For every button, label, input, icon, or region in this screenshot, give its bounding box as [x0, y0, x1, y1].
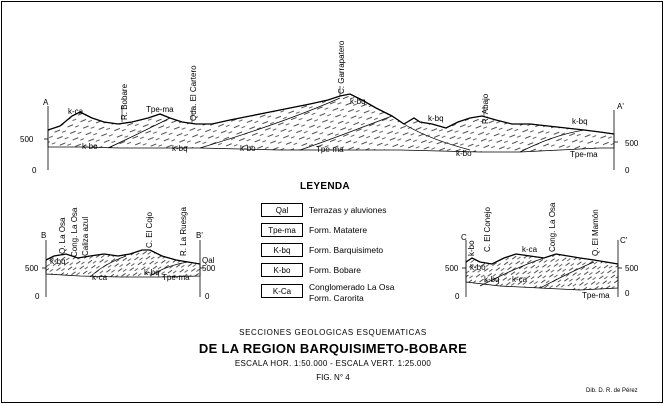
unit-label: k-bq — [484, 275, 500, 284]
legend-text-k-ca: Conglomerado La Osa Form. Carorita — [309, 282, 395, 303]
figure-scale: ESCALA HOR. 1:50.000 - ESCALA VERT. 1:25… — [234, 359, 432, 368]
legend-code-qal: Qal — [261, 203, 303, 217]
legend-text-k-bo: Form. Bobare — [309, 265, 361, 275]
section-b-prime-scale-0: 0 — [205, 292, 210, 301]
section-b-prime-letter: B' — [196, 231, 203, 240]
section-c-letter: C — [461, 233, 467, 242]
unit-label: k-ca — [68, 107, 84, 116]
place-caliza-azul: Caliza azul — [81, 217, 90, 256]
section-a-prime-scale-500: 500 — [625, 139, 639, 148]
section-a-prime-scale-0: 0 — [625, 166, 630, 175]
legend-text-k-bq: Form. Barquisimeto — [309, 245, 384, 255]
section-b-prime-scale-500: 500 — [202, 264, 216, 273]
unit-label: Tpe-ma — [162, 273, 190, 282]
legend-title: LEYENDA — [300, 181, 350, 192]
section-a-profile — [44, 86, 618, 170]
unit-label: k-ca — [92, 273, 108, 282]
unit-label: k-bq — [172, 144, 188, 153]
place-c-el-cojo: C. El Cojo — [145, 211, 154, 248]
drafter-credit: Dib. D. R. de Pérez — [586, 388, 638, 394]
section-b-scale-0: 0 — [35, 292, 40, 301]
section-b-prime-qal: Qal — [202, 256, 215, 265]
legend-text-tpe-ma: Form. Matatere — [309, 225, 368, 235]
section-a-scale-0: 0 — [32, 166, 37, 175]
unit-label: k-bq — [350, 97, 366, 106]
unit-label: k-bq — [428, 114, 444, 123]
legend-text-qal: Terrazas y aluviones — [309, 205, 387, 215]
section-c-scale-0: 0 — [455, 292, 460, 301]
section-a-scale-500: 500 — [20, 135, 34, 144]
unit-label: k-bq — [572, 117, 588, 126]
place-r-la-ruesga: R. La Ruesga — [179, 207, 188, 256]
unit-label: Tpe-ma — [316, 145, 344, 154]
place-c-el-conejo: C. El Conejo — [483, 207, 492, 252]
place-q-el-mamon: Q. El Mamón — [591, 209, 600, 256]
unit-label: k-bo — [456, 149, 472, 158]
figure-number: FIG. N° 4 — [316, 373, 350, 382]
place-k-bo-top: k-bo — [467, 240, 476, 256]
place-cong-la-osa: Cong. La Osa — [548, 202, 557, 252]
legend-code-tpe-ma: Tpe-ma — [261, 223, 303, 237]
place-r-abajo: R. Abajo — [481, 93, 490, 124]
legend-code-k-bo: K-bo — [261, 263, 303, 277]
unit-label: Tpe-ma — [582, 291, 610, 300]
figure-title: DE LA REGION BARQUISIMETO-BOBARE — [198, 341, 468, 356]
section-c-profile — [462, 240, 622, 297]
section-a-letter: A — [43, 98, 49, 107]
section-c-prime-scale-500: 500 — [625, 264, 639, 273]
unit-label: k-bo — [82, 142, 98, 151]
section-a-prime-letter: A' — [617, 102, 624, 111]
unit-label: k-bo — [470, 263, 486, 272]
section-c-scale-500: 500 — [445, 264, 459, 273]
place-c-garrapatero: C. Garrapatero — [337, 40, 346, 94]
section-b-profile — [42, 240, 204, 297]
unit-label: Tpe-ma — [570, 150, 598, 159]
unit-label: k-ca — [512, 275, 528, 284]
unit-label: k-bo — [240, 144, 256, 153]
figure-subtitle: SECCIONES GEOLOGICAS ESQUEMATICAS — [239, 328, 427, 337]
unit-label: k-bq — [144, 268, 160, 277]
section-c-prime-letter: C' — [620, 236, 628, 245]
place-r-bobare: R. Bobare — [120, 83, 129, 120]
legend-code-k-ca: K-Ca — [261, 284, 303, 298]
unit-label: k-ca — [522, 245, 538, 254]
legend-code-k-bq: K-bq — [261, 243, 303, 257]
place-qda-el-cartero: Qda. El Cartero — [189, 65, 198, 121]
place-cong-la-osa: Cong. La Osa — [70, 207, 79, 257]
section-b-letter: B — [41, 231, 46, 240]
unit-label: k-bq — [50, 257, 66, 266]
place-q-la-osa: Q. La Osa — [58, 217, 67, 254]
section-c-prime-scale-0: 0 — [625, 289, 630, 298]
section-b-scale-500: 500 — [25, 264, 39, 273]
unit-label: Tpe-ma — [146, 105, 174, 114]
